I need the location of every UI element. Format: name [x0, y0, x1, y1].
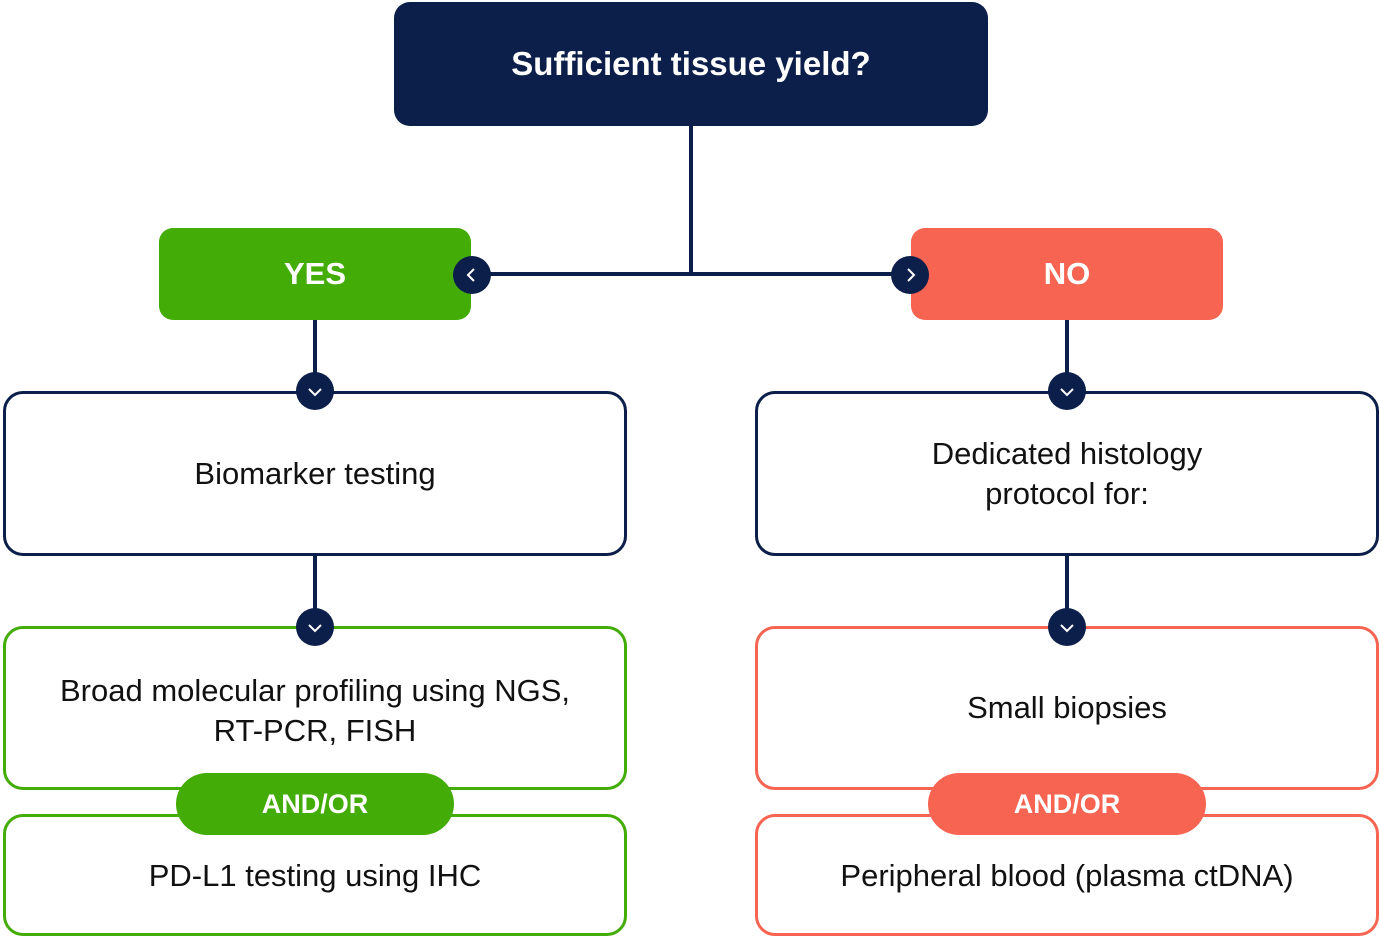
chevron-left-icon	[453, 256, 491, 294]
histology-protocol-label: Dedicated histology protocol for:	[931, 435, 1203, 511]
molecular-profiling-box: Broad molecular profiling using NGS, RT-…	[3, 626, 627, 790]
chevron-down-icon	[296, 372, 334, 410]
histology-protocol-box: Dedicated histology protocol for:	[755, 391, 1379, 556]
and-or-badge-right: AND/OR	[928, 773, 1206, 835]
no-label: NO	[1043, 256, 1091, 291]
and-or-badge-left: AND/OR	[176, 773, 454, 835]
molecular-profiling-label: Broad molecular profiling using NGS, RT-…	[59, 673, 571, 748]
question-label: Sufficient tissue yield?	[511, 45, 871, 82]
chevron-down-icon	[296, 608, 334, 646]
chevron-right-icon	[891, 256, 929, 294]
pdl1-testing-box: PD-L1 testing using IHC	[3, 814, 627, 936]
pdl1-testing-label: PD-L1 testing using IHC	[148, 858, 482, 893]
peripheral-blood-label: Peripheral blood (plasma ctDNA)	[840, 858, 1294, 893]
no-box: NO	[911, 228, 1223, 320]
and-or-label-right: AND/OR	[1013, 788, 1121, 819]
biomarker-testing-label: Biomarker testing	[194, 455, 436, 491]
chevron-down-icon	[1048, 608, 1086, 646]
yes-label: YES	[283, 256, 347, 291]
chevron-down-icon	[1048, 372, 1086, 410]
small-biopsies-label: Small biopsies	[967, 690, 1167, 725]
small-biopsies-box: Small biopsies	[755, 626, 1379, 790]
and-or-label-left: AND/OR	[261, 788, 369, 819]
biomarker-testing-box: Biomarker testing	[3, 391, 627, 556]
question-box: Sufficient tissue yield?	[394, 2, 988, 126]
yes-box: YES	[159, 228, 471, 320]
